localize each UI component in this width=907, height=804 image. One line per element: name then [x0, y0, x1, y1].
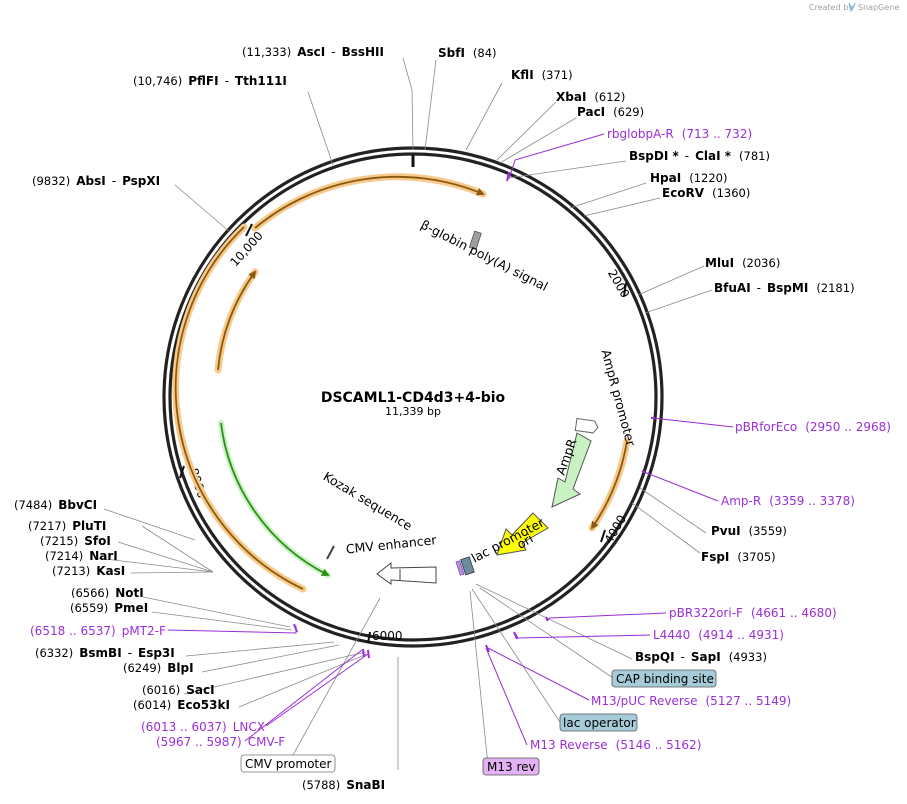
primer-site-marks: [293, 171, 655, 659]
enzyme-xbaI-label: XbaI(612): [556, 90, 625, 104]
enzyme-mluI-label: MluI(2036): [705, 256, 780, 270]
primer-L4440-label: L4440(4914 .. 4931): [653, 628, 784, 642]
enzyme-bbvCI-label: (7484)BbvCI: [14, 498, 97, 512]
cap-binding-site-label: CAP binding site: [616, 672, 714, 686]
orf-arc-left-long: [172, 223, 307, 593]
feature-label-kozak: Kozak sequence: [321, 469, 415, 534]
feature-label-beta-globin: β-globin poly(A) signal: [418, 217, 550, 294]
primer-M13-reverse-label: M13 Reverse(5146 .. 5162): [530, 738, 701, 752]
ori-arrow: [496, 512, 549, 556]
m13-rev-box: [482, 757, 540, 776]
backbone-inner-ring: [168, 152, 658, 642]
enzyme-hpaI-label: HpaI(1220): [650, 171, 727, 185]
orf-arc-left-inner: [214, 268, 259, 374]
snapgene-logo-icon: [848, 2, 856, 12]
enzyme-sbfI-label: SbfI(84): [438, 46, 497, 60]
enzyme-snaBI-label: (5788)SnaBI: [302, 778, 385, 792]
enzyme-eco53kI-label: (6014)Eco53kI: [133, 698, 230, 712]
plasmid-name: DSCAML1-CD4d3+4-bio: [321, 390, 506, 406]
enzyme-kasI-label: (7213)KasI: [52, 564, 125, 578]
enzyme-pmeI-label: (6559)PmeI: [70, 601, 148, 615]
enzyme-bspqi-sapi-label: BspQI-SapI(4933): [635, 650, 767, 664]
enzyme-pflfi-tth111i-label: (10,746)PflFI-Tth111I: [133, 74, 287, 88]
watermark-brand: SnapGene: [858, 3, 899, 12]
enzyme-pacI-label: PacI(629): [577, 105, 644, 119]
tick-6000-mark: [367, 631, 371, 644]
enzyme-blpI-label: (6249)BlpI: [123, 661, 194, 675]
cmv-promoter-box: [240, 754, 336, 773]
enzyme-pvuI-label: PvuI(3559): [711, 524, 787, 538]
enzyme-sacI-label: (6016)SacI: [142, 683, 215, 697]
ampR-promoter-arrow: [574, 417, 599, 434]
m13-rev-marker: [455, 560, 465, 576]
enzyme-leaders: [96, 57, 713, 770]
feature-label-cmv-enhancer: CMV enhancer: [345, 532, 438, 557]
orf-arc-top: [251, 173, 487, 232]
tick-10000-mark: [245, 223, 253, 237]
feature-label-ampR-promoter: AmpR promoter: [598, 348, 638, 449]
green-orf-arc: [218, 420, 331, 578]
cmv-promoter-label: CMV promoter: [245, 757, 332, 771]
enzyme-sfoI-label: (7215)SfoI: [40, 534, 111, 548]
primer-M13-pUC-reverse-label: M13/pUC Reverse(5127 .. 5149): [591, 694, 791, 708]
enzyme-absi-pspxi-label: (9832)AbsI-PspXI: [32, 174, 160, 188]
primer-amp-R-label: Amp-R(3359 .. 3378): [721, 494, 855, 508]
enzyme-kflI-label: KflI(371): [511, 68, 573, 82]
cmv-enhancer-arrow: [376, 561, 437, 585]
plasmid-length: 11,339 bp: [385, 405, 441, 418]
lac-operator-label: lac operator: [563, 716, 636, 730]
enzyme-ascI-bsshii-label: (11,333)AscI-BssHII: [242, 45, 384, 59]
feature-label-ori: ori: [514, 531, 536, 552]
primer-LNCX-label: (6013 .. 6037)LNCX: [141, 720, 265, 734]
lac-operator-box: [559, 713, 638, 732]
primer-leaders: [167, 133, 734, 746]
ampR-gene-arrow: [551, 432, 592, 508]
primer-pBR322ori-F-label: pBR322ori-F(4661 .. 4680): [669, 606, 837, 620]
primer-rbglobpA-R-label: rbglobpA-R(713 .. 732): [607, 127, 752, 141]
beta-globin-polya-marker: [468, 230, 482, 250]
tick-6000-label: 6000: [372, 629, 403, 643]
tick-8000-mark: [179, 465, 185, 479]
enzyme-pluTI-label: (7217)PluTI: [28, 519, 106, 533]
cap-binding-site-box: [611, 669, 717, 688]
m13-rev-label: M13 rev: [487, 760, 536, 774]
enzyme-notI-label: (6566)NotI: [71, 586, 144, 600]
lac-operator-marker: [460, 556, 475, 576]
watermark-prefix: Created by: [809, 3, 853, 12]
enzyme-fspI-label: FspI(3705): [701, 550, 776, 564]
feature-label-lac-promoter: lac promoter: [469, 514, 547, 565]
kozak-marker: [326, 545, 335, 560]
primer-CMV-F-label: (5967 .. 5987)CMV-F: [156, 735, 285, 749]
primer-pBRforEco-label: pBRforEco(2950 .. 2968): [735, 420, 891, 434]
enzyme-bsmbi-esp3i-label: (6332)BsmBI-Esp3I: [35, 646, 175, 660]
enzyme-bspdi-clai-label: BspDI *-ClaI *(781): [629, 149, 770, 163]
tick-2000-mark: [623, 282, 627, 297]
enzyme-bfuai-bspmi-label: BfuAI-BspMI(2181): [714, 281, 855, 295]
primer-pMT2-F-label: (6518 .. 6537)pMT2-F: [30, 624, 166, 638]
tick-4000-mark: [600, 529, 606, 543]
orf-arc-right: [588, 437, 631, 532]
enzyme-narI-label: (7214)NarI: [45, 549, 118, 563]
enzyme-ecoRV-label: EcoRV(1360): [662, 186, 750, 200]
